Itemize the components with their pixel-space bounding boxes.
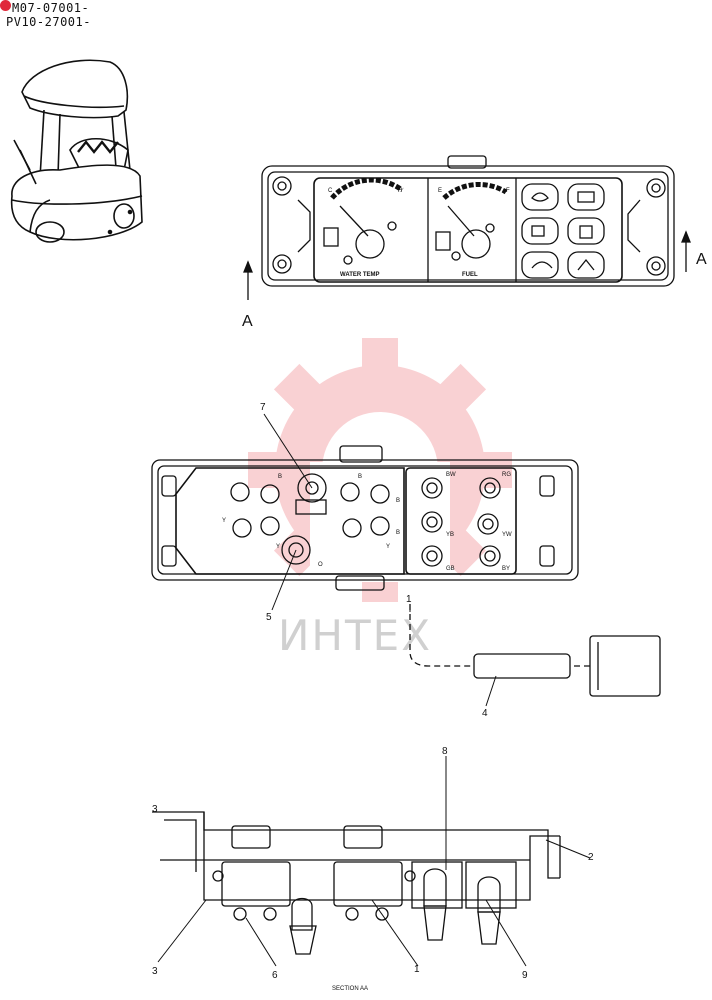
watermark-text: ИНТЕХ bbox=[278, 611, 432, 660]
gauge-panel-back bbox=[151, 445, 661, 697]
terminal-label: RG bbox=[502, 472, 511, 478]
callout-5: 5 bbox=[266, 612, 272, 623]
callout-numbers: 7 5 4 1 8 2 3 3 6 1 9 bbox=[152, 402, 594, 981]
watermark-logo bbox=[248, 338, 512, 602]
back-terminal-labels: B Y Y B B Y B O BW RG YW YB GB BY bbox=[222, 472, 512, 572]
terminal-label: GB bbox=[446, 566, 455, 572]
fuel-full-mark: F bbox=[506, 188, 510, 194]
terminal-label: B bbox=[396, 498, 400, 504]
gauge-panel-front bbox=[243, 155, 691, 300]
callout-8: 8 bbox=[442, 746, 448, 757]
serial-range-1: M07-07001- bbox=[12, 1, 90, 15]
callout-leaders bbox=[157, 413, 591, 967]
callout-3: 3 bbox=[152, 966, 158, 977]
callout-4: 4 bbox=[482, 708, 488, 719]
forklift-thumbnail bbox=[10, 59, 143, 243]
callout-2: 2 bbox=[588, 852, 594, 863]
temp-cold-mark: C bbox=[328, 188, 333, 194]
fuel-label: FUEL bbox=[462, 272, 478, 278]
section-caption: SECTION AA bbox=[332, 986, 368, 992]
callout-9: 9 bbox=[522, 970, 528, 981]
terminal-label: O bbox=[318, 562, 323, 568]
water-temp-label: WATER TEMP bbox=[340, 272, 380, 278]
callout-7: 7 bbox=[260, 402, 266, 413]
terminal-label: B bbox=[358, 474, 362, 480]
terminal-label: Y bbox=[276, 544, 280, 550]
section-arrow-label-left: A bbox=[242, 313, 253, 330]
section-arrow-label-right: A bbox=[696, 251, 707, 268]
terminal-label: BW bbox=[446, 472, 456, 478]
callout-3-top: 3 bbox=[152, 804, 158, 815]
temp-hot-mark: H bbox=[398, 188, 402, 194]
terminal-label: B bbox=[396, 530, 400, 536]
terminal-label: BY bbox=[502, 566, 510, 572]
terminal-label: YB bbox=[446, 532, 454, 538]
terminal-label: YW bbox=[502, 532, 512, 538]
callout-1-top: 1 bbox=[406, 594, 412, 605]
terminal-label: Y bbox=[222, 518, 226, 524]
terminal-label: B bbox=[278, 474, 282, 480]
section-aa-view bbox=[152, 811, 561, 955]
serial-range-2: PV10-27001- bbox=[6, 15, 91, 29]
corner-badge bbox=[0, 0, 11, 11]
callout-6: 6 bbox=[272, 970, 278, 981]
terminal-label: Y bbox=[386, 544, 390, 550]
callout-1: 1 bbox=[414, 964, 420, 975]
fuel-empty-mark: E bbox=[438, 188, 442, 194]
